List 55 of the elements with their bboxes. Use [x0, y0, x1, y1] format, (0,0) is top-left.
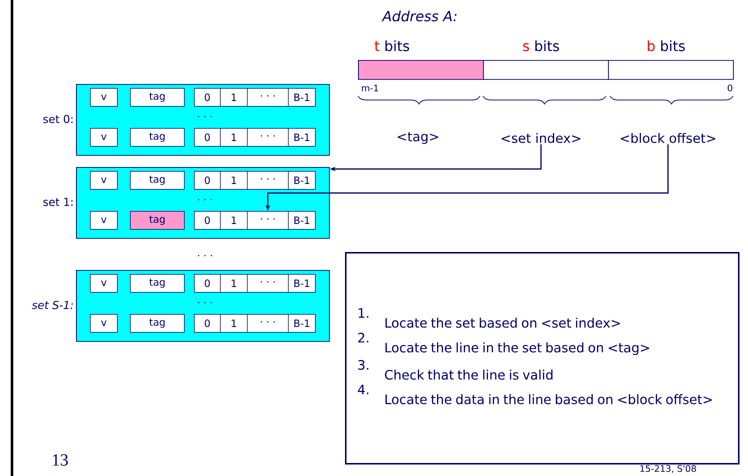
block-byte-cell: 0 — [194, 88, 221, 107]
block-byte-cell: B-1 — [288, 171, 316, 190]
block-byte-cell: · · · — [247, 128, 289, 147]
block-byte-cell: 0 — [194, 128, 221, 147]
block-byte-cell: B-1 — [288, 314, 316, 333]
set-label: set 1: — [43, 198, 72, 206]
field-heading: s bits — [523, 40, 559, 52]
block-byte-cell: 1 — [220, 211, 248, 230]
tag-cell: tag — [130, 171, 185, 190]
valid-bit-cell: v — [90, 171, 118, 190]
valid-bit-cell: v — [90, 88, 118, 107]
set-label: set 0: — [43, 114, 72, 124]
block-byte-cell: 1 — [220, 314, 248, 333]
block-byte-cell: 0 — [194, 171, 221, 190]
tag-cell: tag — [130, 88, 185, 107]
block-byte-cell: 0 — [194, 211, 221, 230]
block-byte-cell: · · · — [247, 88, 289, 107]
block-byte-cell: 1 — [220, 274, 248, 293]
steps-box: 1. Locate the set based on <set index> 2. Locate the line in the set based on <tag> 3. Check that the line is valid 4. Locate the data in the line based on <block offset> — [345, 252, 740, 464]
block-byte-cell: · · · — [247, 171, 289, 190]
block-byte-cell: 1 — [220, 128, 248, 147]
block-byte-cell: · · · — [247, 211, 289, 230]
set-label: set S-1: — [32, 300, 73, 310]
field-name: <block offset> — [620, 132, 716, 144]
block-byte-cell: B-1 — [288, 128, 316, 147]
block-byte-cell: B-1 — [288, 88, 316, 107]
ellipsis: · · · — [198, 116, 212, 118]
field-name: <set index> — [502, 132, 580, 144]
tag-cell: tag — [130, 314, 185, 333]
valid-bit-cell: v — [90, 128, 118, 147]
ellipsis: · · · — [198, 254, 212, 256]
block-byte-cell: 1 — [220, 88, 248, 107]
address-field — [358, 60, 484, 80]
block-byte-cell: · · · — [247, 274, 289, 293]
field-name: <tag> — [398, 132, 438, 144]
block-byte-cell: B-1 — [288, 274, 316, 293]
title: Address A: — [382, 10, 456, 22]
address-field — [608, 60, 734, 80]
tag-cell: tag — [130, 128, 185, 147]
address-field — [483, 60, 609, 80]
field-heading: t bits — [374, 40, 410, 52]
block-byte-cell: · · · — [247, 314, 289, 333]
ellipsis: · · · — [198, 302, 212, 304]
page-number: 13 — [53, 454, 68, 466]
tag-cell: tag — [130, 274, 185, 293]
block-byte-cell: 0 — [194, 274, 221, 293]
tag-cell: tag — [130, 211, 185, 230]
valid-bit-cell: v — [90, 314, 118, 333]
ellipsis: · · · — [198, 198, 212, 200]
field-heading: b bits — [648, 40, 685, 52]
block-byte-cell: 0 — [194, 314, 221, 333]
block-byte-cell: B-1 — [288, 211, 316, 230]
valid-bit-cell: v — [90, 211, 118, 230]
valid-bit-cell: v — [90, 274, 118, 293]
block-byte-cell: 1 — [220, 171, 248, 190]
